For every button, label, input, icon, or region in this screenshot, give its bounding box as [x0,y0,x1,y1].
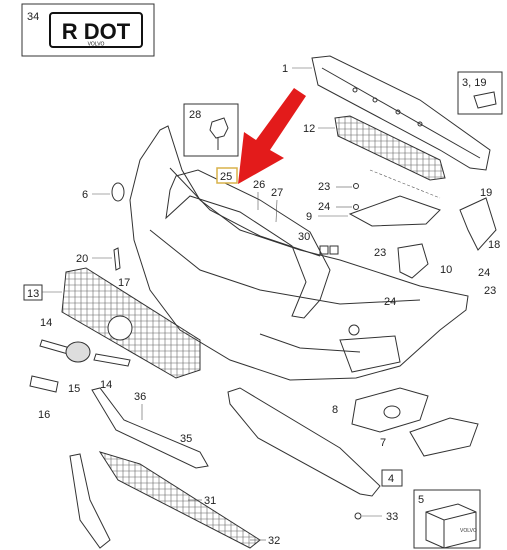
callout-3-19: 3, 19 [462,77,486,89]
part-28-clip-box: 28 [183,103,239,157]
callout-32: 32 [268,535,280,547]
trim-strip-35: 36 35 [91,387,209,469]
callout-16: 16 [38,409,50,421]
callout-27: 27 [271,187,283,199]
callout-10: 10 [440,264,452,276]
lower-spoiler: 31 32 [69,451,280,549]
emblem-text: R DOT [62,19,131,44]
callout-8: 8 [332,404,338,416]
callout-6: 6 [82,189,88,201]
part-4-lower-frame: 4 [227,387,403,497]
callout-23-c: 23 [484,285,496,297]
part-25-frame: 25 [165,167,331,319]
callout-24-c: 24 [478,267,490,279]
part-1-upper-bracket: 1 [282,55,491,171]
red-highlight-arrow [238,88,306,184]
callout-26: 26 [253,179,265,191]
part-12-grid-panel: 12 [303,115,446,199]
callout-23-a: 23 [318,181,330,193]
center-small-parts: 26 27 30 [253,179,339,255]
callout-36: 36 [134,391,146,403]
callout-20: 20 [76,253,88,265]
callout-19: 19 [480,187,492,199]
callout-4: 4 [388,473,394,485]
callout-35: 35 [180,433,192,445]
callout-17: 17 [118,277,130,289]
callout-15: 15 [68,383,80,395]
emblem-parts: 14 15 14 16 [29,317,131,421]
box-brand: VOLVO [460,528,477,534]
callout-31: 31 [204,495,216,507]
fog-covers: 8 7 [332,387,479,457]
callout-14-b: 14 [100,379,112,391]
part-3-19-box: 3, 19 [457,71,503,115]
callout-25: 25 [220,171,232,183]
callout-13: 13 [27,288,39,300]
callout-9: 9 [306,211,312,223]
part-5-box: 5 VOLVO [413,489,481,549]
callout-34: 34 [27,11,39,23]
callout-33: 33 [386,511,398,523]
right-side-parts: 23 24 9 19 18 24 23 23 10 24 [306,181,500,308]
callout-23-b: 23 [374,247,386,259]
callout-14-a: 14 [40,317,52,329]
callout-1: 1 [282,63,288,75]
part-33-screw: 33 [354,511,398,523]
callout-30: 30 [298,231,310,243]
callout-5: 5 [418,494,424,506]
part-17-grille: 13 17 [23,267,201,379]
bumper-cover [129,125,469,381]
left-small-parts: 6 20 [76,182,125,271]
callout-18: 18 [488,239,500,251]
emblem-brand: VOLVO [88,42,105,48]
callout-7: 7 [380,437,386,449]
callout-28: 28 [189,109,201,121]
callout-24-a: 24 [318,201,330,213]
callout-12: 12 [303,123,315,135]
callout-24-b: 24 [384,296,396,308]
inset-badge-34: 34 R DOT VOLVO [21,3,155,57]
